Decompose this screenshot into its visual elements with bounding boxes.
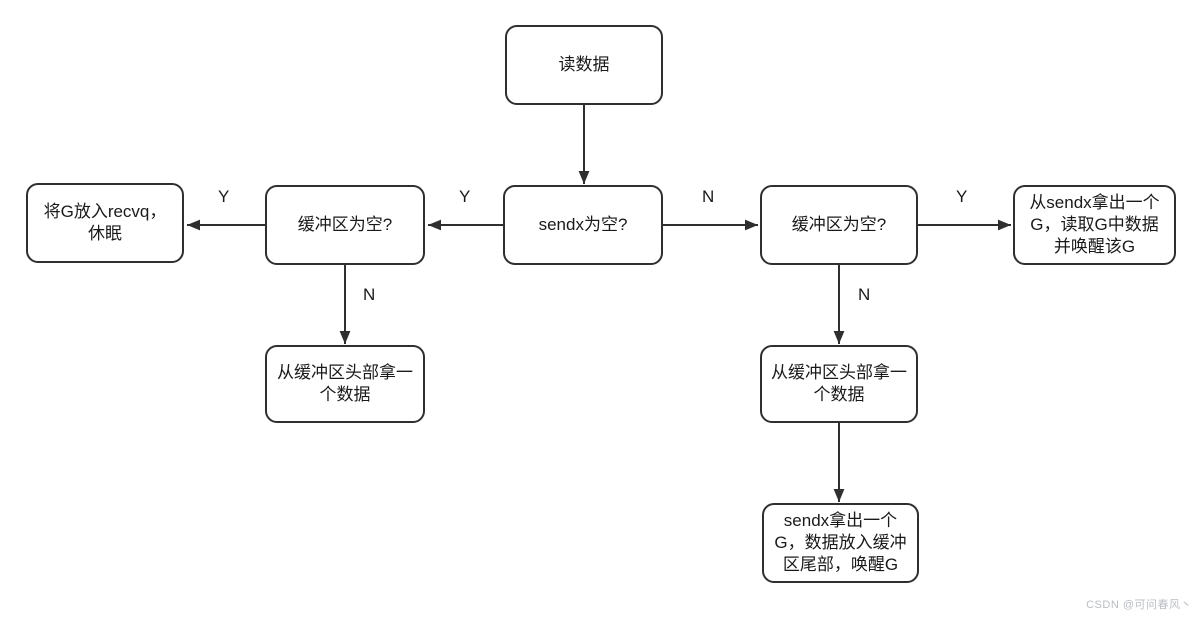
node-take-from-buffer-head-left: 从缓冲区头部拿一 个数据: [265, 345, 425, 423]
node-take-from-buffer-head-right: 从缓冲区头部拿一 个数据: [760, 345, 918, 423]
edge-label-buffer-right-to-take-g: Y: [956, 187, 968, 206]
node-buffer-empty-right: 缓冲区为空?: [760, 185, 918, 265]
node-buffer-empty-left: 缓冲区为空?: [265, 185, 425, 265]
node-put-g-into-recvq: 将G放入recvq， 休眠: [26, 183, 184, 263]
edge-label-buffer-right-to-head-right: N: [858, 285, 871, 304]
node-sendx-empty: sendx为空?: [503, 185, 663, 265]
edge-label-sendx-to-buffer-left: Y: [459, 187, 471, 206]
edge-label-buffer-left-to-recvq: Y: [218, 187, 230, 206]
edge-label-buffer-left-to-head-left: N: [363, 285, 376, 304]
node-read-data: 读数据: [505, 25, 663, 105]
node-sendx-take-g-put-tail: sendx拿出一个 G，数据放入缓冲 区尾部，唤醒G: [762, 503, 919, 583]
watermark: CSDN @可问春风丶: [1086, 599, 1192, 611]
node-take-g-from-sendx: 从sendx拿出一个 G，读取G中数据 并唤醒该G: [1013, 185, 1176, 265]
edge-label-sendx-to-buffer-right: N: [702, 187, 715, 206]
